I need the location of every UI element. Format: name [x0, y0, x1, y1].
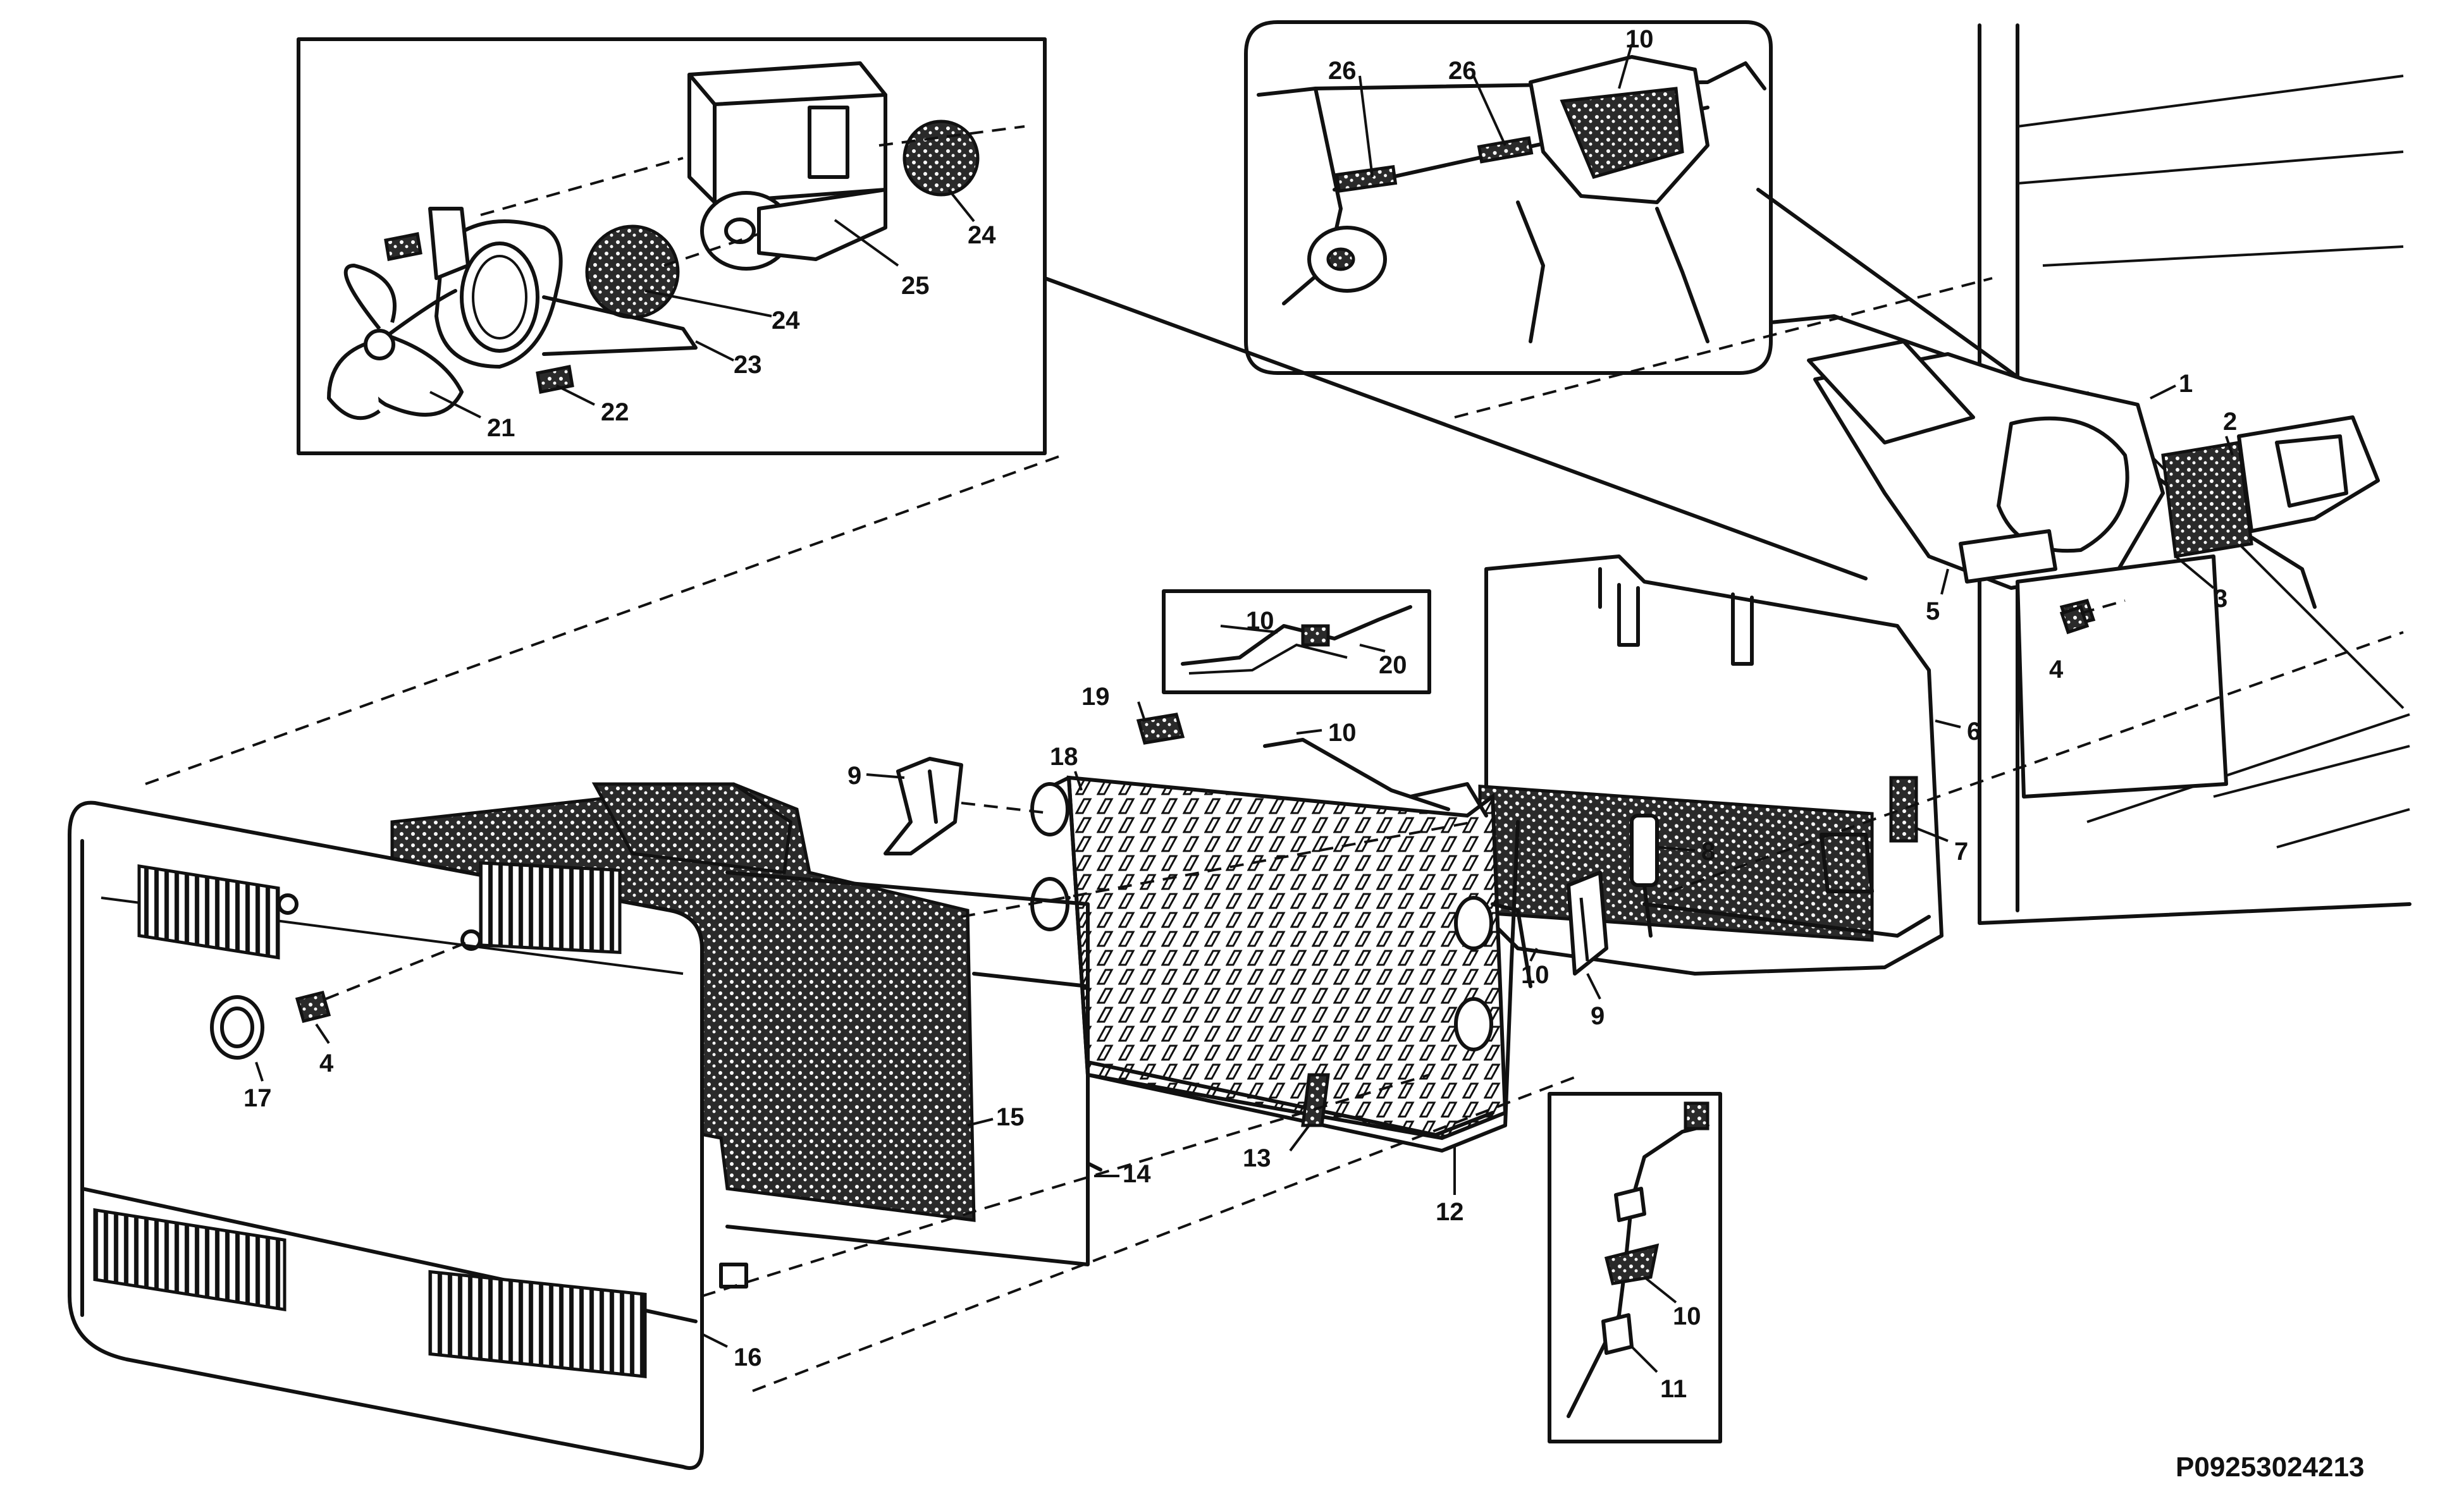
vent-lower-right — [428, 1270, 647, 1378]
screw-4-right — [2059, 604, 2090, 635]
callout-25: 25 — [901, 272, 930, 300]
callout-11: 11 — [1660, 1375, 1687, 1403]
inset-link-left — [1043, 276, 1868, 580]
callout-13: 13 — [1243, 1144, 1271, 1172]
callout-10-sensor: 10 — [1673, 1302, 1701, 1330]
vent-lower-left — [93, 1208, 286, 1312]
evaporator-back-panel — [725, 871, 1102, 1266]
reference-code: P09253024213 — [2176, 1452, 2365, 1483]
cover-screw — [295, 990, 331, 1024]
callout-24-upper: 24 — [968, 221, 996, 249]
callout-10-side: 10 — [1521, 961, 1549, 989]
sensor-clip — [1604, 1243, 1660, 1285]
cover-plug — [210, 995, 264, 1060]
callout-21: 21 — [487, 414, 515, 442]
callout-16: 16 — [734, 1344, 762, 1371]
cabinet — [1807, 23, 2412, 925]
vent-upper-right — [479, 861, 622, 954]
grommet-lower — [585, 224, 680, 319]
callout-26-right: 26 — [1448, 57, 1477, 85]
clip-9-right — [1567, 871, 1608, 976]
callout-6: 6 — [1967, 718, 1981, 745]
callout-labels: 1 2 3 4 4 5 6 7 8 9 9 10 10 10 10 10 11 … — [243, 25, 2237, 1403]
screw-upper — [384, 232, 422, 261]
clip-9-left — [884, 757, 963, 855]
damper-control — [2161, 441, 2253, 558]
callout-8: 8 — [1701, 838, 1715, 866]
callout-4-left: 4 — [319, 1050, 334, 1077]
callout-10-inset: 10 — [1625, 25, 1654, 53]
fan-motor-body — [687, 61, 887, 204]
motor-bracket — [757, 188, 887, 261]
evaporator-front-cover — [68, 800, 748, 1470]
callout-12: 12 — [1436, 1198, 1464, 1226]
callout-22: 22 — [601, 398, 629, 426]
cover-label — [1889, 776, 1918, 843]
callout-1: 1 — [2179, 370, 2193, 398]
callout-2: 2 — [2223, 408, 2237, 436]
callout-26-left: 26 — [1328, 57, 1357, 85]
screw-22 — [536, 365, 574, 394]
callout-10-harness: 10 — [1246, 607, 1274, 635]
callout-24-lower: 24 — [772, 307, 800, 334]
defrost-heater — [1086, 820, 1520, 1153]
evaporator-cover — [1478, 554, 1943, 976]
defrost-thermostat — [1630, 814, 1659, 938]
fan-motor-inset — [297, 37, 1047, 455]
cover-insulation — [1478, 784, 1874, 942]
callout-15: 15 — [996, 1103, 1025, 1131]
wire-harness-box — [1162, 589, 1431, 694]
vent-upper-left — [137, 864, 280, 960]
callout-23: 23 — [734, 351, 762, 379]
fan-blade — [343, 264, 397, 330]
callout-20: 20 — [1379, 651, 1407, 679]
clip-13 — [1301, 1073, 1330, 1127]
thermal-fuse — [1334, 165, 1398, 193]
callout-10-coil: 10 — [1328, 719, 1357, 747]
callout-14: 14 — [1123, 1160, 1151, 1188]
grommet-upper — [902, 119, 980, 197]
plug-19 — [1136, 713, 1185, 745]
callout-18: 18 — [1050, 743, 1078, 771]
callout-4-right: 4 — [2049, 656, 2064, 683]
sensor-inset — [1548, 1092, 1722, 1443]
callout-9-left: 9 — [847, 762, 861, 790]
callout-9-right: 9 — [1591, 1002, 1605, 1030]
callout-3: 3 — [2214, 585, 2227, 613]
callout-17: 17 — [243, 1084, 272, 1112]
callout-19: 19 — [1081, 683, 1110, 711]
assembly-guide-lines — [145, 277, 2404, 1392]
harness-inset — [1244, 20, 1773, 375]
duct-wall — [1257, 87, 1343, 305]
callout-5: 5 — [1926, 597, 1940, 625]
sensor-body — [1601, 1313, 1634, 1355]
shroud-arm — [542, 295, 698, 356]
callout-7: 7 — [1954, 838, 1968, 866]
evaporator-coil — [1030, 738, 1532, 1153]
leader-lines — [255, 384, 2234, 1373]
